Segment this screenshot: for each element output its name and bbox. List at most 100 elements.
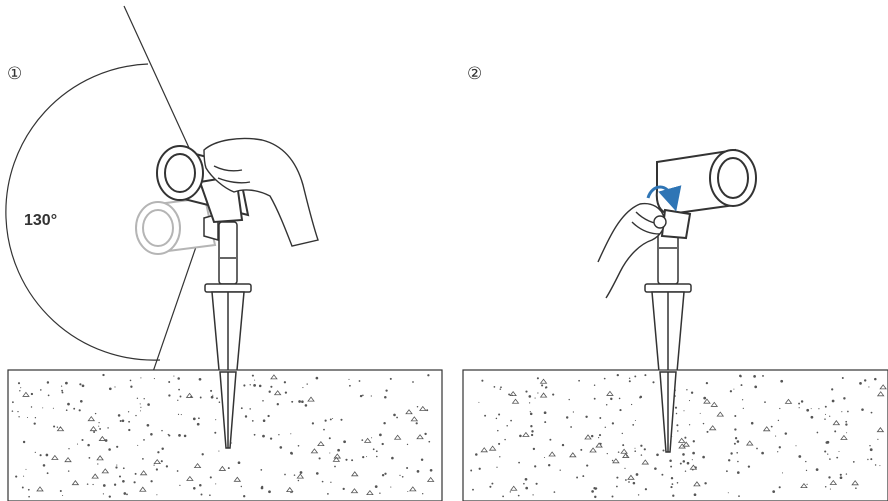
ground-speck [345,458,348,461]
ground-speck [143,439,145,441]
ground-speck [747,465,751,468]
ground-speck [21,486,24,489]
ground-speck [381,442,384,446]
ground-speck [508,393,511,396]
ground-pebble [393,434,402,440]
ground-speck [412,381,414,383]
ground-pebble [584,434,592,440]
ground-speck [93,431,96,433]
ground-speck [852,461,855,463]
ground-speck [535,482,538,485]
ground-speck [764,401,766,403]
ground-speck [108,448,111,451]
ground-speck [332,417,334,420]
ground-speck [384,472,387,475]
ground-pebble [716,411,725,417]
ground-speck [276,403,279,406]
ground-pebble [509,485,518,491]
ground-pebble [612,458,620,464]
ground-speck [290,451,293,455]
ground-speck [682,453,685,456]
ground-speck [361,439,364,441]
ground-pebble [366,489,374,496]
ground-speck [150,433,153,436]
ground-speck [806,483,808,485]
ground-speck [122,479,125,483]
ground-speck [161,429,163,432]
ground-speck [729,390,733,393]
ground-speck [165,465,169,468]
ground-speck [699,412,701,414]
ground-speck [427,374,430,377]
ground-speck [498,413,501,416]
ground-speck [874,464,877,466]
ground-speck [160,460,163,463]
ground-pebble [851,480,859,486]
ground-speck [401,475,404,478]
ground-speck [19,390,21,392]
ground-speck [26,416,29,419]
ground-speck [544,387,547,389]
ground-speck [383,421,386,425]
ground-speck [99,427,102,430]
ground-speck [291,491,293,494]
ground-speck [270,385,273,388]
ground-speck [818,408,820,410]
ground-speck [644,374,647,377]
ground-speck [841,411,843,413]
ground-speck [605,404,608,406]
rotate-arrow-icon [646,185,682,212]
ground-speck [846,432,848,434]
ground-speck [828,476,831,479]
ground-speck [11,410,14,412]
ground-speck [528,395,532,398]
ground-speck [598,434,602,437]
ground-pebble [285,486,294,492]
ground-speck [838,450,840,453]
ground-speck [593,384,596,386]
ground-speck [829,415,831,417]
ground-speck [212,394,214,396]
ground-pebble [193,462,202,469]
ground-speck [611,459,614,462]
ground-pebble [832,420,841,426]
ground-speck [381,474,385,477]
ground-speck [199,396,202,399]
ground-pebble [307,396,315,402]
ground-speck [810,408,812,410]
ground-pebble [708,425,717,431]
ground-speck [61,391,64,394]
ground-speck [594,488,597,490]
ground-speck [734,437,738,440]
ground-speck [20,387,22,389]
ground-speck [168,394,171,397]
ground-speck [741,399,744,401]
ground-speck [291,400,294,403]
ground-speck [192,417,196,421]
ground-speck [116,445,119,448]
ground-speck [674,406,678,409]
ground-pebble [332,456,341,462]
ground-speck [115,466,118,469]
ground-pebble [270,374,278,380]
ground-speck [661,473,664,476]
ground-speck [662,449,665,452]
ground-speck [553,491,556,493]
ground-speck [97,463,99,465]
ghost-spotlight-icon [135,196,217,255]
ground-pebble [350,471,359,477]
ground-speck [845,473,848,475]
ground-speck [39,389,42,391]
ground-pebble [410,416,419,422]
ground-speck [389,377,392,380]
ground-speck [102,373,105,377]
ground-speck [784,432,788,435]
ground-speck [329,418,332,421]
ground-speck [130,385,133,388]
ground-speck [173,375,175,377]
ground-pebble [296,473,305,479]
ground-speck [736,440,740,443]
ground-speck [65,381,68,385]
ground-pebble [87,416,96,422]
ground-pebble [879,384,887,390]
